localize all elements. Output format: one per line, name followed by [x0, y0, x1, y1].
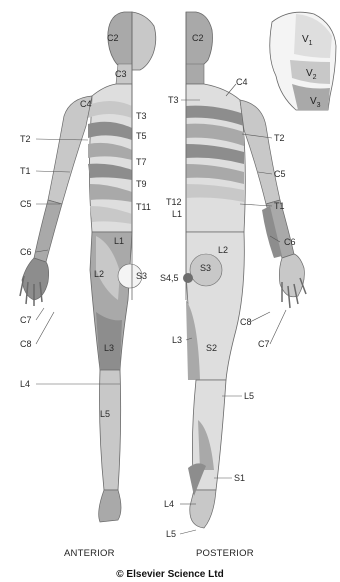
- face-label-v1: V1: [302, 34, 313, 47]
- anterior-leg-lower: [100, 370, 121, 490]
- face-label-v2: V2: [306, 68, 317, 81]
- anterior-arm-upper: [48, 96, 92, 204]
- anterior-label-l3: L3: [104, 344, 114, 353]
- anterior-label-c6: C6: [20, 248, 32, 257]
- anterior-label-c8: C8: [20, 340, 32, 349]
- posterior-caption: POSTERIOR: [196, 548, 254, 559]
- anterior-label-t2: T2: [20, 135, 31, 144]
- posterior-arm-upper: [240, 100, 280, 204]
- anterior-label-t1: T1: [20, 167, 31, 176]
- posterior-label-t3: T3: [168, 96, 179, 105]
- posterior-label-l3: L3: [172, 336, 182, 345]
- posterior-hand: [279, 254, 304, 297]
- face-inset: [270, 12, 336, 110]
- posterior-label-c6: C6: [284, 238, 296, 247]
- posterior-label-c4: C4: [236, 78, 248, 87]
- anterior-forearm: [34, 200, 62, 262]
- posterior-label-s45: S4,5: [160, 274, 179, 283]
- anterior-label-t7: T7: [136, 158, 147, 167]
- posterior-label-l5: L5: [244, 392, 254, 401]
- anterior-label-l2: L2: [94, 270, 104, 279]
- anterior-hand: [22, 258, 49, 300]
- anterior-label-l5: L5: [100, 410, 110, 419]
- posterior-label-c2: C2: [192, 34, 204, 43]
- posterior-label-c8: C8: [240, 318, 252, 327]
- posterior-label-s3: S3: [200, 264, 211, 273]
- anterior-label-c4: C4: [80, 100, 92, 109]
- anterior-caption: ANTERIOR: [64, 548, 115, 559]
- anterior-label-t11: T11: [136, 203, 151, 212]
- posterior-label-t1: T1: [274, 202, 285, 211]
- face-label-v3: V3: [310, 96, 321, 109]
- anterior-label-c7: C7: [20, 316, 32, 325]
- posterior-label-l4: L4: [164, 500, 174, 509]
- posterior-label-t12: T12: [166, 198, 182, 207]
- anterior-label-c5: C5: [20, 200, 32, 209]
- copyright-notice: © Elsevier Science Ltd: [0, 569, 340, 580]
- anterior-label-c2: C2: [107, 34, 119, 43]
- posterior-label-l1: L1: [172, 210, 182, 219]
- anterior-label-t3: T3: [136, 112, 147, 121]
- posterior-label-l2: L2: [218, 246, 228, 255]
- posterior-label-c7: C7: [258, 340, 270, 349]
- anterior-label-t5: T5: [136, 132, 147, 141]
- posterior-label-s2: S2: [206, 344, 217, 353]
- anterior-label-l1: L1: [114, 237, 124, 246]
- anterior-label-l4: L4: [20, 380, 30, 389]
- anterior-body: [20, 12, 156, 522]
- posterior-label-s1: S1: [234, 474, 245, 483]
- anterior-label-t9: T9: [136, 180, 147, 189]
- anterior-label-c3: C3: [115, 70, 127, 79]
- posterior-label-c5: C5: [274, 170, 286, 179]
- posterior-label-t2: T2: [274, 134, 285, 143]
- anterior-label-s3: S3: [136, 272, 147, 281]
- posterior-label-l5-foot: L5: [166, 530, 176, 539]
